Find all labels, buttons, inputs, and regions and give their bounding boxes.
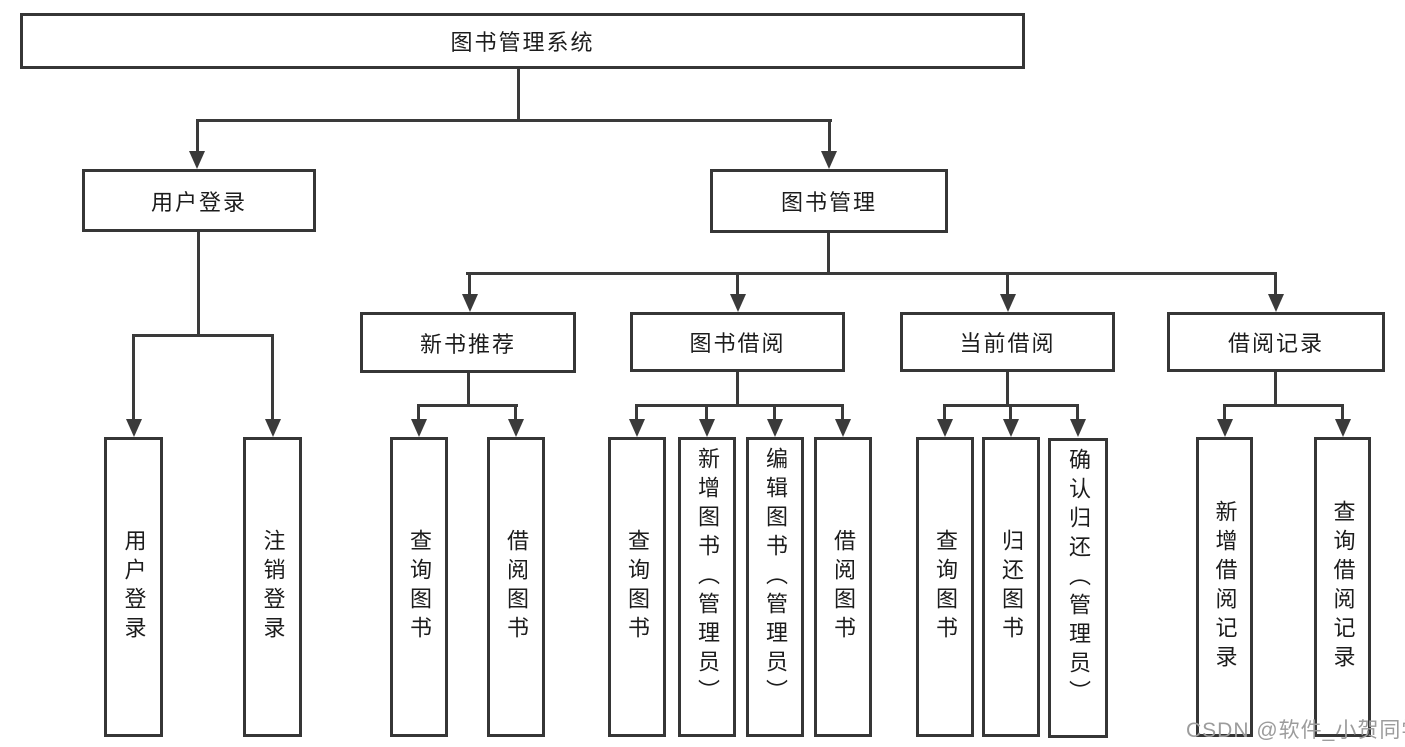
connector-line — [417, 404, 518, 407]
leaf-records-query-label: 查询借阅记录 — [1330, 500, 1356, 674]
leaf-newbooks-query-label: 查询图书 — [407, 529, 432, 645]
connector-line — [466, 272, 1277, 275]
arrowhead-icon — [1000, 294, 1016, 312]
node-book-borrow: 图书借阅 — [630, 312, 845, 372]
connector-line — [841, 404, 844, 426]
node-book-borrow-label: 图书借阅 — [689, 331, 786, 356]
leaf-user-login-label: 用户登录 — [121, 529, 147, 645]
connector-line — [196, 119, 199, 155]
leaf-newbooks-borrow: 借阅图书 — [487, 437, 545, 737]
node-current-borrow: 当前借阅 — [900, 312, 1115, 372]
node-new-books: 新书推荐 — [360, 312, 576, 373]
node-user-login: 用户登录 — [82, 169, 316, 232]
connector-line — [1223, 404, 1226, 426]
leaf-logout: 注销登录 — [243, 437, 302, 737]
leaf-user-login: 用户登录 — [104, 437, 163, 737]
arrowhead-icon — [411, 419, 427, 437]
node-root: 图书管理系统 — [20, 13, 1025, 69]
connector-line — [1006, 372, 1009, 407]
arrowhead-icon — [508, 419, 524, 437]
arrowhead-icon — [835, 419, 851, 437]
node-book-mgmt-label: 图书管理 — [780, 190, 877, 215]
arrowhead-icon — [1268, 294, 1284, 312]
connector-line — [635, 404, 638, 426]
leaf-newbooks-query: 查询图书 — [390, 437, 448, 737]
leaf-records-query: 查询借阅记录 — [1314, 437, 1371, 737]
connector-line — [517, 69, 520, 122]
arrowhead-icon — [1217, 419, 1233, 437]
connector-line — [827, 233, 830, 275]
leaf-currentborrow-return: 归还图书 — [982, 437, 1040, 737]
arrowhead-icon — [629, 419, 645, 437]
arrowhead-icon — [462, 294, 478, 312]
leaf-records-add: 新增借阅记录 — [1196, 437, 1253, 737]
arrowhead-icon — [126, 419, 142, 437]
connector-line — [1274, 272, 1277, 300]
leaf-bookborrow-query: 查询图书 — [608, 437, 666, 737]
leaf-currentborrow-confirm: 确认归还（管理员） — [1048, 438, 1108, 738]
connector-line — [1076, 404, 1079, 426]
connector-line — [132, 334, 274, 337]
connector-line — [736, 372, 739, 407]
leaf-newbooks-borrow-label: 借阅图书 — [504, 529, 529, 645]
connector-line — [1223, 404, 1344, 407]
connector-line — [828, 119, 831, 155]
connector-line — [197, 232, 200, 337]
connector-line — [705, 404, 708, 426]
node-root-label: 图书管理系统 — [450, 30, 595, 55]
leaf-currentborrow-confirm-label: 确认归还（管理员） — [1066, 448, 1091, 709]
node-new-books-label: 新书推荐 — [419, 331, 516, 357]
arrowhead-icon — [730, 294, 746, 312]
node-current-borrow-label: 当前借阅 — [959, 331, 1056, 356]
leaf-bookborrow-edit-label: 编辑图书（管理员） — [763, 447, 788, 708]
connector-line — [635, 404, 844, 407]
node-book-mgmt: 图书管理 — [710, 169, 948, 233]
arrowhead-icon — [821, 151, 837, 169]
arrowhead-icon — [265, 419, 281, 437]
connector-line — [736, 272, 739, 300]
connector-line — [467, 373, 470, 407]
connector-line — [468, 272, 471, 300]
leaf-bookborrow-query-label: 查询图书 — [625, 529, 650, 645]
leaf-currentborrow-query-label: 查询图书 — [933, 529, 958, 645]
connector-line — [1009, 404, 1012, 426]
arrowhead-icon — [1335, 419, 1351, 437]
arrowhead-icon — [767, 419, 783, 437]
leaf-bookborrow-edit: 编辑图书（管理员） — [746, 437, 804, 737]
leaf-bookborrow-add: 新增图书（管理员） — [678, 437, 736, 737]
arrowhead-icon — [699, 419, 715, 437]
leaf-bookborrow-borrow-label: 借阅图书 — [831, 529, 856, 645]
connector-line — [417, 404, 420, 426]
arrowhead-icon — [189, 151, 205, 169]
arrowhead-icon — [937, 419, 953, 437]
arrowhead-icon — [1003, 419, 1019, 437]
leaf-records-add-label: 新增借阅记录 — [1212, 500, 1238, 674]
connector-line — [943, 404, 946, 426]
node-user-login-label: 用户登录 — [150, 189, 247, 215]
connector-line — [196, 119, 832, 122]
arrowhead-icon — [1070, 419, 1086, 437]
connector-line — [271, 334, 274, 424]
leaf-currentborrow-query: 查询图书 — [916, 437, 974, 737]
node-borrow-records-label: 借阅记录 — [1227, 331, 1324, 356]
node-borrow-records: 借阅记录 — [1167, 312, 1385, 372]
leaf-bookborrow-borrow: 借阅图书 — [814, 437, 872, 737]
connector-line — [132, 334, 135, 424]
connector-line — [1341, 404, 1344, 426]
connector-line — [1274, 372, 1277, 407]
leaf-logout-label: 注销登录 — [260, 529, 286, 645]
connector-line — [1006, 272, 1009, 300]
connector-line — [514, 404, 517, 426]
leaf-bookborrow-add-label: 新增图书（管理员） — [695, 447, 720, 708]
leaf-currentborrow-return-label: 归还图书 — [999, 529, 1024, 645]
csdn-watermark: CSDN @软件_小贺同学 — [1186, 719, 1405, 742]
connector-line — [773, 404, 776, 426]
